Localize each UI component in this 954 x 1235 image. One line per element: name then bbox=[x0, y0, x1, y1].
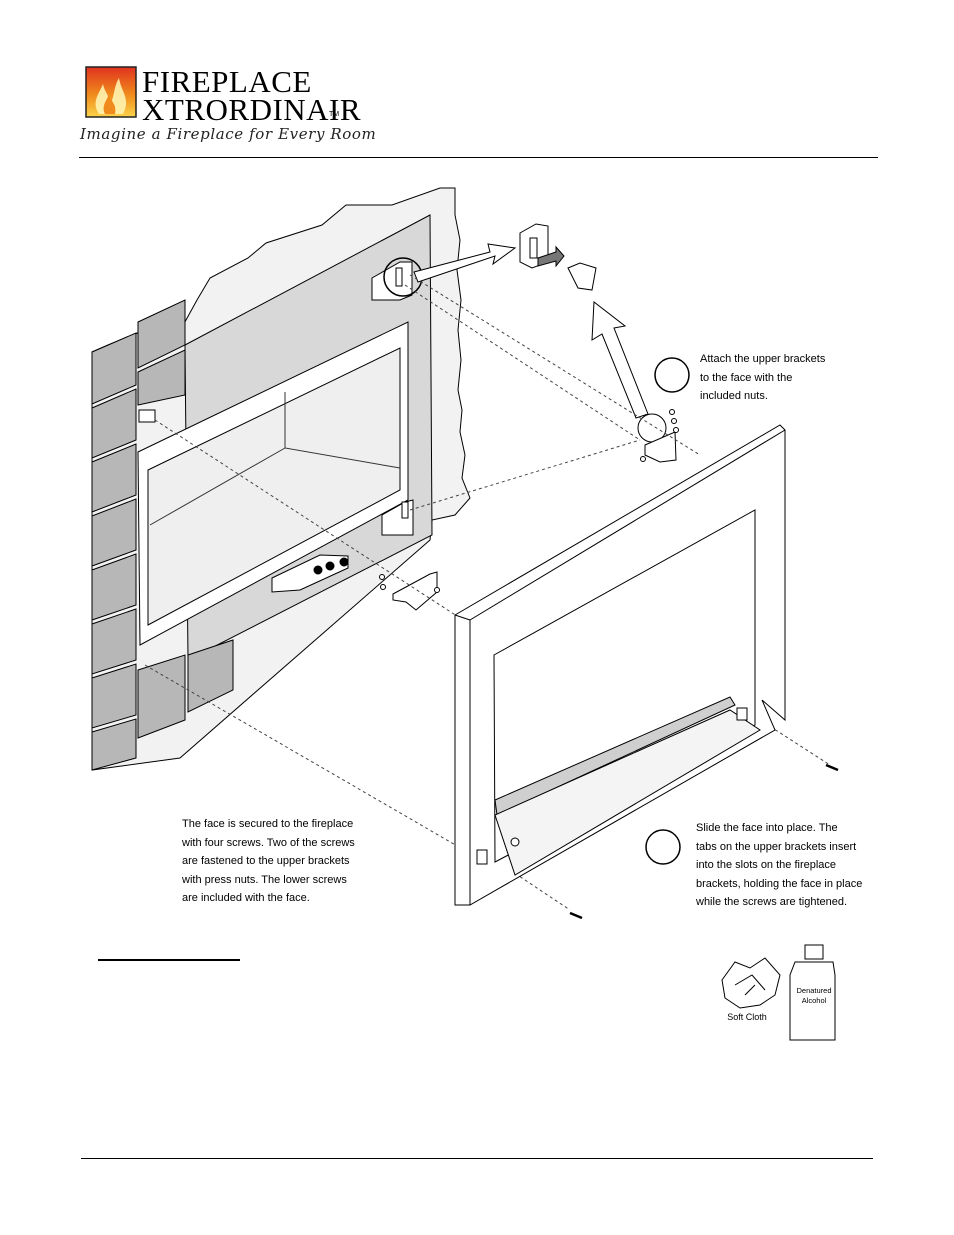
header-divider bbox=[79, 157, 878, 158]
bottle-label-line2: Alcohol bbox=[802, 996, 827, 1005]
flame-logo-icon bbox=[85, 66, 137, 118]
bottle-label-line1: Denatured bbox=[796, 986, 831, 995]
note-face-secured: The face is secured to the fireplace wit… bbox=[182, 818, 355, 905]
detail-arrow-upper bbox=[413, 243, 517, 283]
tagline: Imagine a Fireplace for Every Room bbox=[80, 125, 377, 143]
screw-icons bbox=[569, 763, 839, 920]
detail-arrow-face bbox=[591, 301, 649, 419]
step-marker-upper bbox=[654, 357, 690, 393]
face-upper-bracket-right bbox=[640, 409, 679, 463]
fireplace-tab-left bbox=[138, 409, 156, 423]
note-slide-face: Slide the face into place. The tabs on t… bbox=[696, 822, 863, 909]
brand-name-line2: XTRORDINAIR bbox=[142, 92, 362, 127]
section-underline bbox=[98, 959, 240, 961]
soft-cloth-icon bbox=[721, 957, 781, 1009]
step-marker-slide bbox=[645, 829, 681, 865]
firebox-inner bbox=[147, 347, 401, 626]
trademark-mark: TM bbox=[329, 111, 340, 118]
face-upper-bracket-left bbox=[379, 571, 440, 611]
firebox-back bbox=[149, 392, 401, 526]
gas-valve bbox=[271, 554, 349, 593]
tile-surround bbox=[91, 299, 234, 771]
fireplace-bracket-upper bbox=[371, 261, 413, 301]
alcohol-bottle-icon bbox=[789, 944, 836, 1041]
soft-cloth-label: Soft Cloth bbox=[727, 1012, 767, 1022]
fireplace-bracket-lower bbox=[381, 499, 414, 536]
bracket-detail bbox=[519, 223, 597, 291]
footer-divider bbox=[81, 1158, 873, 1159]
note-attach-upper-brackets: Attach the upper brackets to the face wi… bbox=[700, 353, 826, 403]
brand-name-line1: FIREPLACE bbox=[142, 64, 312, 99]
fireplace-face bbox=[454, 424, 786, 906]
